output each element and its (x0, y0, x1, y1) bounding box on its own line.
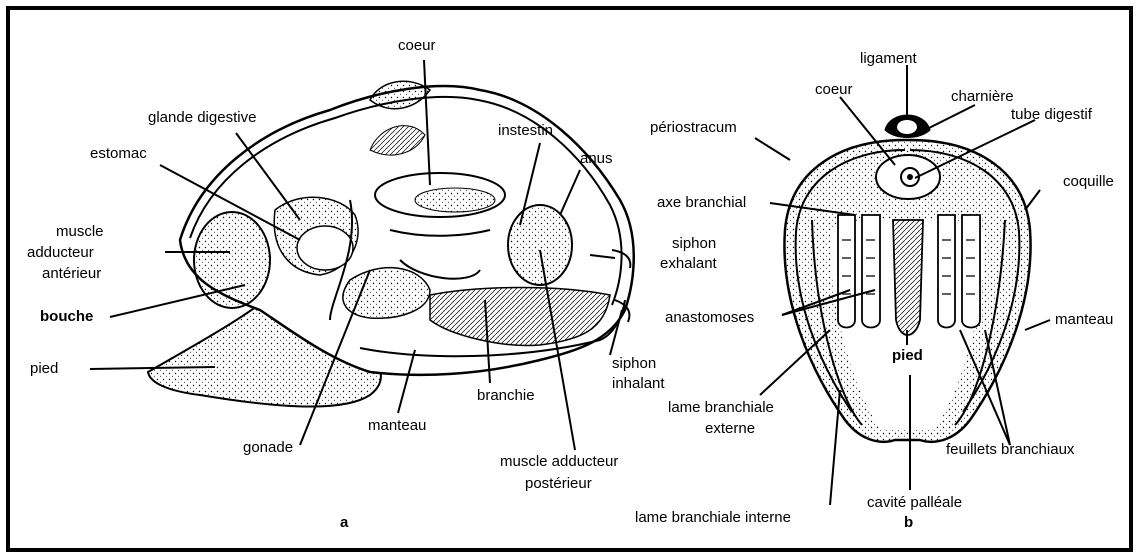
label-periostracum: périostracum (650, 119, 737, 136)
label-branchie: branchie (477, 387, 535, 404)
label-lame-ext-1: lame branchiale (668, 399, 774, 416)
label-muscle-add-post-2: postérieur (525, 475, 592, 492)
label-coquille: coquille (1063, 173, 1114, 190)
cross-section-drawing (784, 115, 1030, 442)
label-anastomoses: anastomoses (665, 309, 754, 326)
label-pied-a: pied (30, 360, 58, 377)
label-charniere: charnière (951, 88, 1014, 105)
label-estomac: estomac (90, 145, 147, 162)
label-muscle-add-ant-1: muscle (56, 223, 104, 240)
label-pied-b: pied (892, 347, 923, 364)
label-anus: anus (580, 150, 613, 167)
label-siphon-exh-1: siphon (672, 235, 716, 252)
label-muscle-add-post-1: muscle adducteur (500, 453, 618, 470)
label-coeur-a: coeur (398, 37, 436, 54)
label-siphon-exh-2: exhalant (660, 255, 718, 272)
label-axe-branchial: axe branchial (657, 194, 746, 211)
label-siphon-inh-2: inhalant (612, 375, 665, 392)
label-siphon-inh-1: siphon (612, 355, 656, 372)
label-muscle-add-ant-3: antérieur (42, 265, 101, 282)
label-lame-ext-2: externe (705, 420, 755, 437)
label-muscle-add-ant-2: adducteur (27, 244, 94, 261)
label-manteau-b: manteau (1055, 311, 1113, 328)
label-feuillets: feuillets branchiaux (946, 441, 1075, 458)
label-gonade: gonade (243, 439, 293, 456)
label-cavite: cavité palléale (867, 494, 962, 511)
label-tube-digestif: tube digestif (1011, 106, 1093, 123)
panel-letter-a: a (340, 514, 349, 531)
label-ligament: ligament (860, 50, 918, 67)
panel-letter-b: b (904, 514, 913, 531)
label-instestin: instestin (498, 122, 553, 139)
clam-drawing (148, 81, 634, 406)
label-lame-int: lame branchiale interne (635, 509, 791, 526)
label-manteau-a: manteau (368, 417, 426, 434)
label-glande-digestive: glande digestive (148, 109, 256, 126)
label-bouche: bouche (40, 308, 93, 325)
label-coeur-b: coeur (815, 81, 853, 98)
